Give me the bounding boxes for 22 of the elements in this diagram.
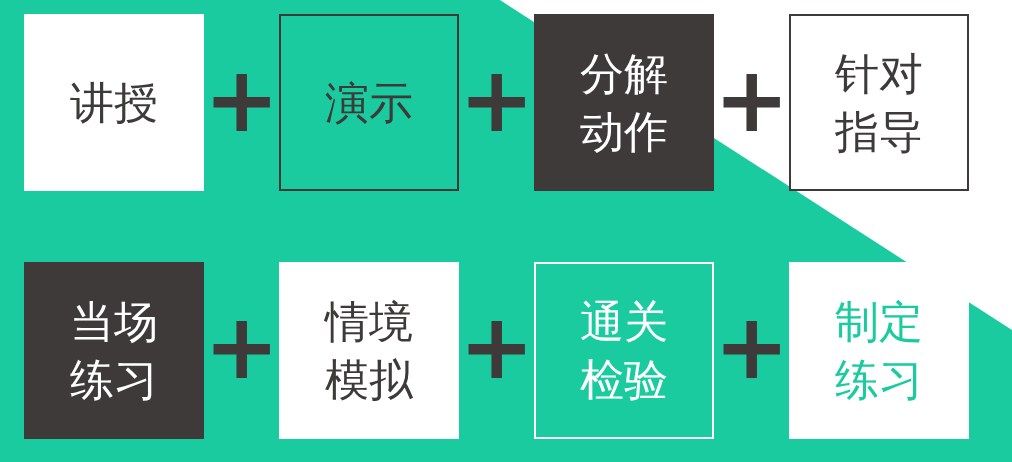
box-label: 讲授 bbox=[70, 75, 158, 130]
text-box bbox=[534, 14, 714, 191]
box-label: 通关检验 bbox=[579, 294, 669, 407]
box-label: 制定练习 bbox=[834, 294, 924, 407]
plus-sign: + bbox=[459, 302, 533, 392]
text-box bbox=[789, 14, 969, 191]
text-box bbox=[279, 262, 459, 439]
box-label: 针对指导 bbox=[834, 46, 924, 159]
plus-sign: + bbox=[204, 302, 278, 392]
text-box bbox=[24, 262, 204, 439]
text-box bbox=[789, 262, 969, 439]
plus-sign: + bbox=[459, 55, 533, 145]
box-label: 当场练习 bbox=[69, 294, 159, 407]
plus-sign: + bbox=[714, 302, 788, 392]
text-box bbox=[534, 262, 714, 439]
box-label: 演示 bbox=[325, 75, 413, 130]
plus-sign: + bbox=[204, 55, 278, 145]
box-label: 情境模拟 bbox=[323, 294, 414, 407]
text-box bbox=[24, 14, 204, 191]
text-box bbox=[279, 14, 459, 191]
box-label: 分解动作 bbox=[579, 46, 669, 159]
plus-sign: + bbox=[714, 55, 788, 145]
